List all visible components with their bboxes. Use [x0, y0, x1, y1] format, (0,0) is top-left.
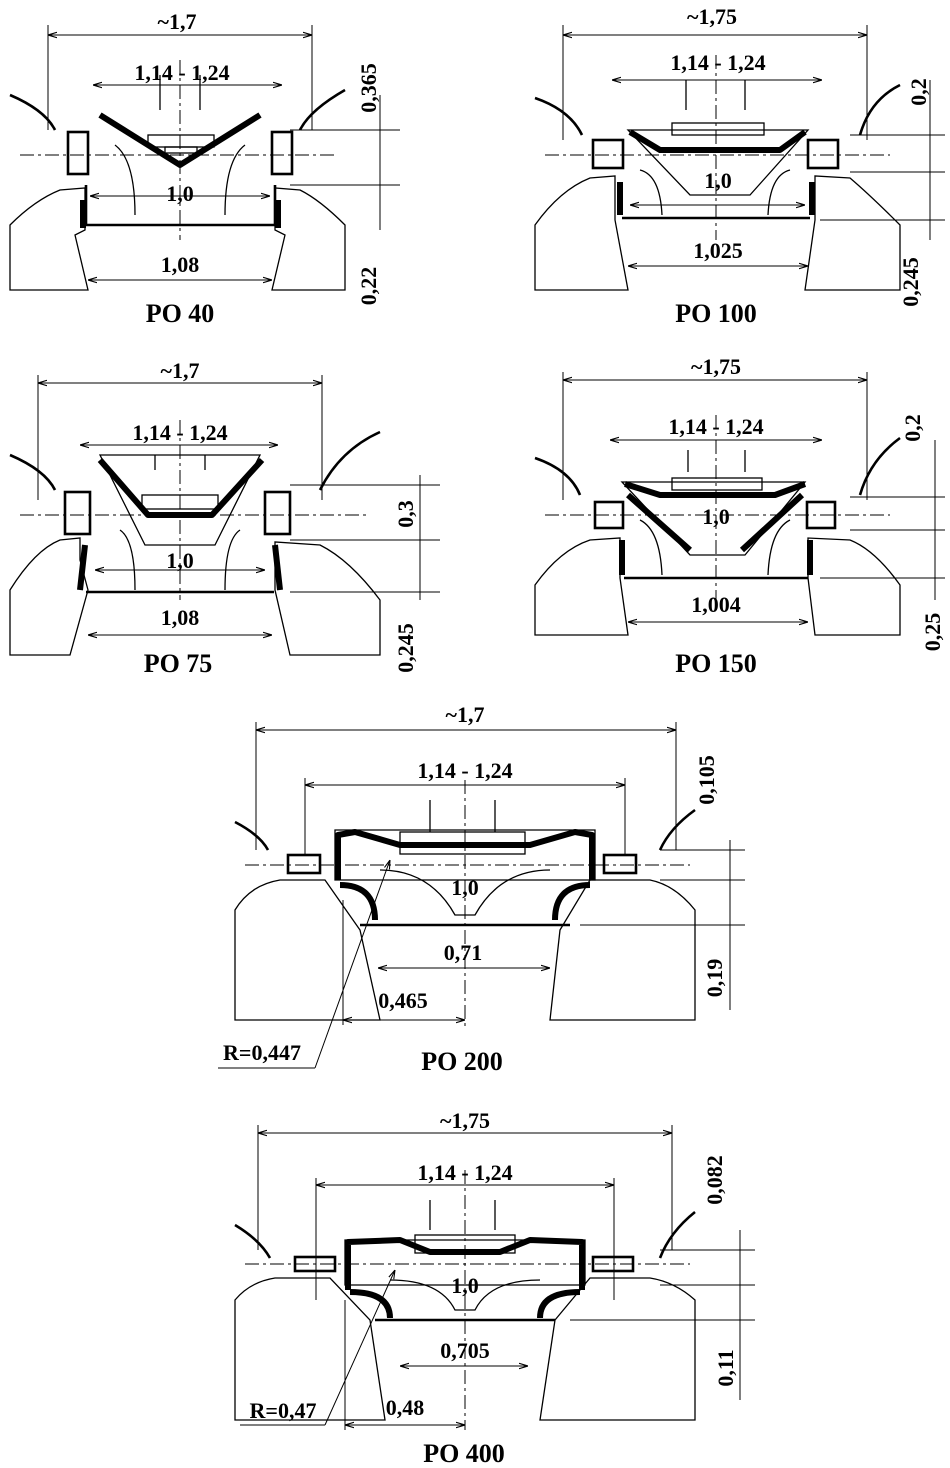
po100-ref-dim: 1,0: [704, 168, 732, 193]
po75-overall-dim: ~1,7: [161, 358, 200, 383]
po400-half-dim: 0,48: [386, 1395, 425, 1420]
po200-caption: PO 200: [421, 1047, 503, 1076]
po100-vertical-dim-2: 0,245: [898, 257, 923, 307]
po40-bottom-dim: 1,08: [161, 252, 200, 277]
po40-overall-dim: ~1,7: [158, 9, 197, 34]
po75-vertical-dim-1: 0,3: [393, 500, 418, 528]
po40-ref-dim: 1,0: [166, 181, 194, 206]
po150-overall-dim: ~1,75: [691, 354, 741, 379]
po200-half-dim: 0,465: [378, 988, 428, 1013]
po150-caption: PO 150: [675, 649, 757, 678]
po40-vertical-dim-2: 0,22: [356, 267, 381, 306]
po100-overall-dim: ~1,75: [687, 4, 737, 29]
po400-range-dim: 1,14 - 1,24: [417, 1160, 512, 1185]
po200-overall-dim: ~1,7: [446, 702, 485, 727]
po100-caption: PO 100: [675, 299, 757, 328]
figure-po150: ~1,75 1,14 - 1,24 1,0 1,004 0,2 0,25 PO …: [534, 354, 945, 678]
po150-bottom-dim: 1,004: [691, 592, 741, 617]
po40-range-dim: 1,14 - 1,24: [134, 60, 229, 85]
po100-bottom-dim: 1,025: [693, 238, 743, 263]
po400-radius-dim: R=0,47: [250, 1398, 317, 1423]
figure-po40: ~1,7 1,14 - 1,24 1,0 1,08 0,365 0,22 PO …: [9, 9, 400, 328]
po400-vertical-dim-1: 0,082: [702, 1155, 727, 1205]
po400-vertical-dim-2: 0,11: [713, 1349, 738, 1386]
po400-bottom-dim: 0,705: [440, 1338, 490, 1363]
po400-ref-dim: 1,0: [451, 1273, 479, 1298]
po75-bottom-dim: 1,08: [161, 605, 200, 630]
po200-bottom-dim: 0,71: [444, 940, 483, 965]
po200-vertical-dim-1: 0,105: [694, 755, 719, 805]
po150-vertical-dim-2: 0,25: [920, 613, 945, 652]
figure-po100: ~1,75 1,14 - 1,24 1,0 1,025 0,2 0,245 PO…: [534, 4, 945, 328]
po40-vertical-dim-1: 0,365: [356, 63, 381, 113]
po150-vertical-dim-1: 0,2: [900, 414, 925, 442]
figure-po200: ~1,7 1,14 - 1,24 1,0 0,71 0,465 R=0,447 …: [218, 702, 745, 1076]
po200-radius-dim: R=0,447: [223, 1040, 301, 1065]
po400-overall-dim: ~1,75: [440, 1108, 490, 1133]
figure-po400: ~1,75 1,14 - 1,24 1,0 0,705 0,48 R=0,47 …: [234, 1108, 755, 1468]
po75-caption: PO 75: [144, 649, 213, 678]
po150-ref-dim: 1,0: [702, 504, 730, 529]
po400-caption: PO 400: [423, 1439, 505, 1468]
po100-vertical-dim-1: 0,2: [906, 78, 931, 106]
po40-caption: PO 40: [146, 299, 215, 328]
po75-range-dim: 1,14 - 1,24: [132, 420, 227, 445]
po150-range-dim: 1,14 - 1,24: [668, 414, 763, 439]
po100-range-dim: 1,14 - 1,24: [670, 50, 765, 75]
figure-po75: ~1,7 1,14 - 1,24 1,0 1,08 0,3 0,245 PO 7…: [9, 358, 440, 678]
po200-range-dim: 1,14 - 1,24: [417, 758, 512, 783]
po200-ref-dim: 1,0: [451, 875, 479, 900]
po75-ref-dim: 1,0: [166, 548, 194, 573]
po75-vertical-dim-2: 0,245: [393, 623, 418, 673]
po200-vertical-dim-2: 0,19: [702, 959, 727, 998]
